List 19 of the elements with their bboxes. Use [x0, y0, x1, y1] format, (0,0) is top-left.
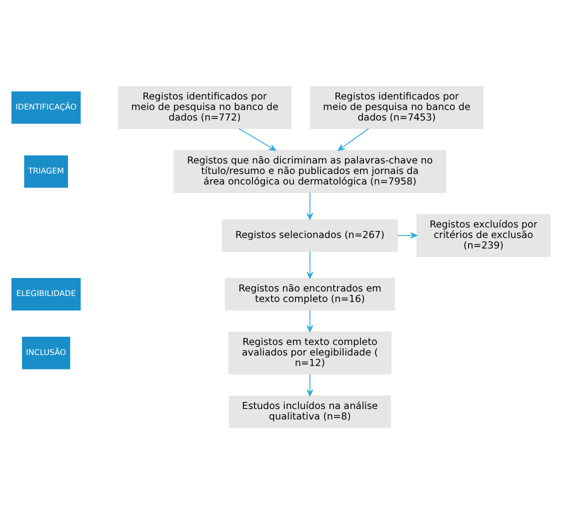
node-box: Registos excluídos por critérios de exclusão (n=239): [416, 214, 551, 256]
node-box: Registos que não dicriminam as palavras-chave no título/resumo e não publicados em jornais da área oncológica ou dermatológica (n=7958): [174, 150, 446, 192]
arrow: [306, 250, 314, 278]
arrow: [306, 192, 314, 220]
node-box: Registos identificados por meio de pesquisa no banco de dados (n=772): [118, 86, 292, 129]
arrow: [306, 373, 314, 396]
node-box: Estudos incluídos na análise qualitativa (n=8): [228, 395, 391, 428]
node-box: INCLUSÃO: [22, 336, 70, 369]
arrow: [397, 232, 418, 238]
arrow: [238, 128, 276, 150]
arrow: [338, 128, 369, 150]
node-box: IDENTIFICAÇÃO: [11, 90, 81, 124]
node-box: Registos identificados por meio de pesquisa no banco de dados (n=7453): [310, 86, 484, 129]
arrow: [306, 309, 314, 332]
node-box: Registos em texto completo avaliados por elegibilidade ( n=12): [228, 331, 392, 374]
node-box: ELEGIBILIDADE: [11, 278, 81, 310]
node-box: TRIAGEM: [24, 154, 68, 188]
node-box: Registos não encontrados em texto completo (n=16): [224, 278, 395, 310]
node-box: Registos selecionados (n=267): [222, 218, 398, 252]
